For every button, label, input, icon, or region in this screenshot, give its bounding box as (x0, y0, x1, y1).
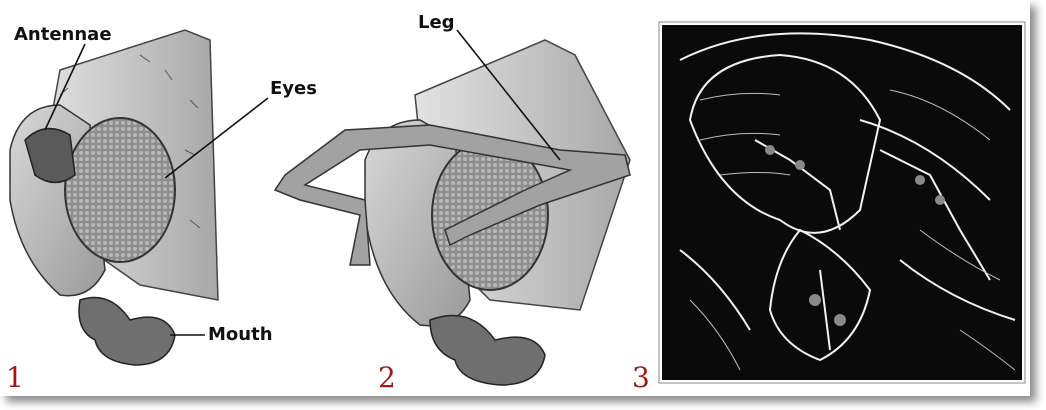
panel-number-2: 2 (378, 364, 396, 392)
mouth-label: Mouth (208, 326, 273, 344)
mouthparts-2 (430, 316, 545, 386)
panel-number-3: 3 (632, 364, 650, 392)
mouthparts (79, 298, 175, 366)
antennae-label: Antennae (14, 26, 112, 44)
eyes-label: Eyes (270, 80, 317, 98)
leg-label: Leg (418, 14, 455, 32)
compound-eye (65, 118, 175, 262)
panel-number-1: 1 (6, 364, 24, 392)
panel-2-fly-head-with-leg (275, 30, 630, 385)
panel-1-fly-head (10, 30, 268, 365)
panel-3-sem-micrograph (659, 22, 1025, 383)
